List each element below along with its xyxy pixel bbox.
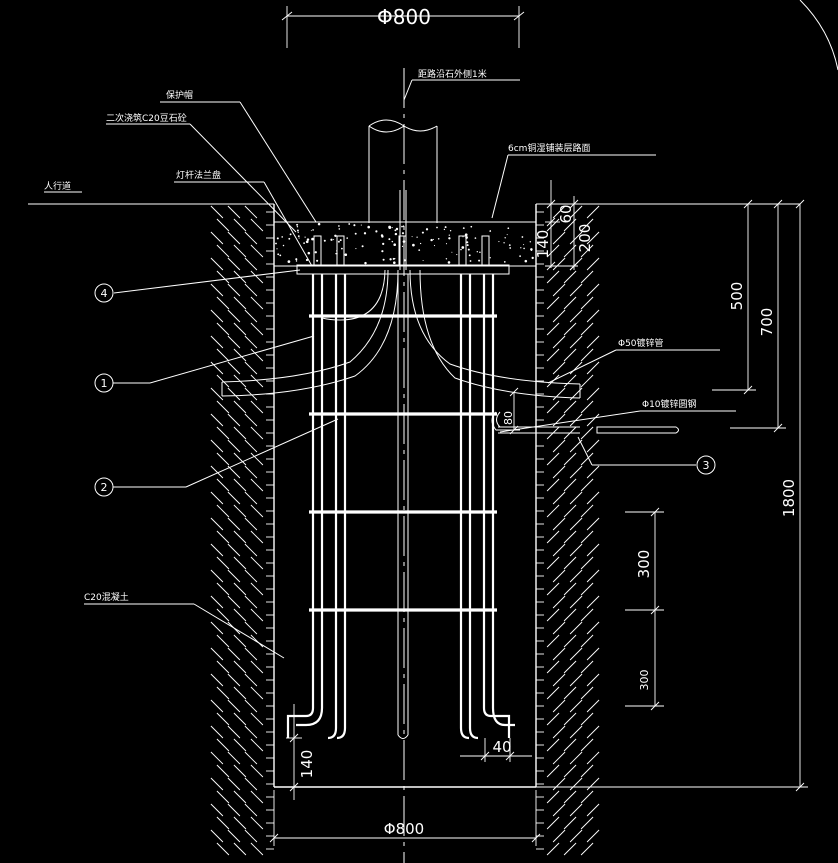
dim-140-top-label: 140 (534, 230, 552, 259)
callout-4: 4 (94, 283, 114, 303)
protective-cap-label: 保护帽 (166, 89, 193, 101)
dim-140-bottom-label: 140 (298, 750, 316, 779)
top-diameter-dimension: Φ800 (281, 5, 525, 48)
dim-300-upper-label: 300 (635, 550, 653, 579)
dim-60-label: 60 (557, 204, 575, 223)
sidewalk-label: 人行道 (44, 180, 71, 192)
flange-plate-label: 灯杆法兰盘 (176, 169, 221, 181)
secondary-pour-label: 二次浇筑C20豆石砼 (106, 112, 187, 124)
svg-text:1: 1 (101, 377, 108, 390)
soil-hatching-left (210, 205, 274, 856)
dim-40-label: 40 (492, 738, 511, 756)
leader-lines (44, 79, 736, 659)
ground-ring-label: Φ10镀锌圆钢 (642, 398, 697, 410)
foundation-pit (273, 204, 537, 788)
arc-fragment (799, 0, 838, 71)
dim-1800-label: 1800 (780, 479, 798, 517)
callout-1: 1 (94, 373, 114, 393)
callout-3: 3 (696, 455, 716, 475)
right-dimensions: 60 140 200 500 700 1800 300 300 (502, 180, 808, 792)
svg-text:3: 3 (703, 459, 710, 472)
bottom-dimensions: 140 40 Φ800 (269, 704, 541, 846)
distance-note-label: 距路沿石外侧1米 (418, 68, 487, 80)
conduits (221, 269, 581, 399)
top-diameter-label: Φ800 (377, 5, 431, 29)
svg-text:2: 2 (101, 481, 108, 494)
cement-layer-label: 6cm铜湿铺装层路面 (508, 142, 590, 154)
bottom-diameter-label: Φ800 (384, 820, 424, 838)
ground-rod (491, 411, 679, 434)
callout-2: 2 (94, 477, 114, 497)
flange-plate (296, 264, 510, 275)
dim-80-label: 80 (502, 411, 515, 425)
dim-700-label: 700 (758, 308, 776, 337)
dim-300-lower-label: 300 (638, 670, 651, 691)
rebar-cage (286, 274, 515, 740)
lamp-pole (368, 119, 438, 223)
svg-text:4: 4 (101, 287, 108, 300)
hoop-rings (309, 314, 497, 612)
conduit-label: Φ50镀锌管 (618, 337, 664, 349)
dim-500-label: 500 (728, 282, 746, 311)
anchor-bolts (313, 190, 490, 270)
dim-200-label: 200 (576, 224, 594, 253)
concrete-label: C20混凝土 (84, 591, 129, 603)
soil-hatching-right (536, 205, 600, 856)
concrete-cap-texture (275, 222, 534, 265)
